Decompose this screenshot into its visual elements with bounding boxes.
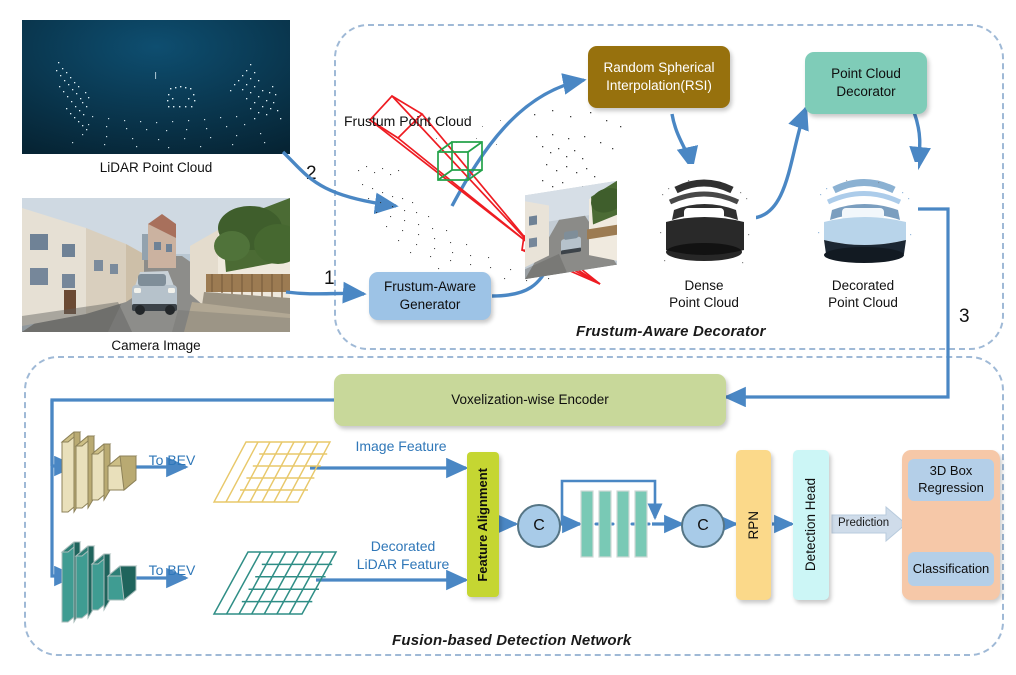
image-bev-grid-svg [212, 441, 332, 503]
random-spherical-interpolation-box[interactable]: Random Spherical Interpolation(RSI) [588, 46, 730, 108]
detection-head-box[interactable]: Detection Head [793, 450, 829, 600]
fusion-detection-network-container [24, 356, 1004, 656]
lidar-feature-line2: LiDAR Feature [356, 555, 450, 572]
dense-pc-line2: Point Cloud [669, 294, 739, 310]
box-regression-line2: Regression [918, 480, 984, 495]
image-bev-grid [212, 440, 332, 506]
lidar-feature-line1: Decorated [370, 538, 436, 554]
rsi-line1: Random Spherical [603, 60, 715, 76]
box-regression-label: 3D Box Regression [912, 461, 990, 499]
rpn-label: RPN [745, 510, 761, 540]
flow-number-3: 3 [959, 306, 970, 327]
frustum-point-cloud-label: Frustum Point Cloud [344, 113, 472, 129]
frustum-image-plane [525, 180, 617, 280]
camera-street-svg [22, 198, 290, 332]
concat-2-label: C [697, 517, 709, 534]
frustum-aware-decorator-container [334, 24, 1004, 350]
lidar-bev-grid-svg [212, 551, 338, 615]
classification-label: Classification [912, 560, 990, 576]
decorated-point-cloud-image [808, 162, 918, 270]
to-bev-lidar-label: To BEV [148, 562, 196, 578]
decorated-point-cloud-caption: Decorated Point Cloud [800, 278, 926, 312]
prediction-label: Prediction [838, 517, 890, 529]
decorated-lidar-feature-label: Decorated LiDAR Feature [332, 538, 474, 573]
lidar-point-cloud-image [22, 20, 290, 154]
camera-caption: Camera Image [111, 338, 201, 353]
feature-alignment-box[interactable]: Feature Alignment [467, 452, 499, 597]
point-cloud-decorator-label: Point Cloud Decorator [825, 63, 907, 102]
dense-point-cloud-caption: Dense Point Cloud [642, 278, 766, 312]
image-cnn-stack [58, 424, 144, 514]
concat-circle-2[interactable]: C [681, 504, 725, 548]
camera-image [22, 198, 290, 332]
decorated-point-cloud-svg [808, 162, 918, 270]
generator-line2: Generator [399, 297, 461, 312]
residual-blocks [578, 488, 660, 560]
classification-output[interactable]: Classification [908, 552, 994, 586]
rsi-label: Random Spherical Interpolation(RSI) [597, 57, 720, 96]
residual-blocks-svg [580, 490, 648, 558]
lidar-caption: LiDAR Point Cloud [99, 160, 213, 175]
rsi-line2: Interpolation(RSI) [606, 78, 712, 93]
lidar-bev-grid [212, 550, 338, 618]
frustum-aware-decorator-caption: Frustum-Aware Decorator [576, 323, 766, 340]
image-feature-label: Image Feature [355, 438, 447, 454]
point-cloud-decorator-box[interactable]: Point Cloud Decorator [805, 52, 927, 114]
rpn-box[interactable]: RPN [736, 450, 771, 600]
lidar-cnn-stack [58, 534, 144, 624]
frustum-aware-generator-label: Frustum-Aware Generator [378, 276, 482, 315]
decorated-pc-line1: Decorated [831, 278, 895, 293]
box-regression-line1: 3D Box [929, 463, 973, 479]
feature-alignment-label: Feature Alignment [474, 467, 490, 582]
generator-line1: Frustum-Aware [383, 279, 477, 295]
flow-number-2: 2 [306, 163, 317, 184]
dense-pc-line1: Dense [684, 278, 724, 293]
decorated-pc-line2: Point Cloud [828, 294, 898, 310]
detection-head-label: Detection Head [803, 478, 819, 572]
lidar-points-svg [22, 20, 290, 154]
to-bev-image-label: To BEV [148, 452, 196, 468]
frustum-aware-generator-box[interactable]: Frustum-Aware Generator [369, 272, 491, 320]
fusion-network-caption: Fusion-based Detection Network [392, 632, 632, 649]
frustum-image-plane-svg [525, 180, 617, 280]
decorator-line1: Point Cloud [831, 66, 901, 82]
dense-point-cloud-image [652, 164, 756, 270]
decorator-line2: Decorator [836, 84, 896, 99]
dense-point-cloud-svg [652, 164, 756, 270]
box-regression-output[interactable]: 3D Box Regression [908, 459, 994, 501]
image-cnn-svg [60, 431, 138, 514]
voxelization-wise-encoder-box[interactable]: Voxelization-wise Encoder [334, 374, 726, 426]
flow-number-1: 1 [324, 268, 335, 289]
lidar-cnn-svg [60, 541, 138, 624]
voxelization-encoder-label: Voxelization-wise Encoder [451, 392, 609, 408]
concat-1-label: C [533, 517, 545, 534]
concat-circle-1[interactable]: C [517, 504, 561, 548]
